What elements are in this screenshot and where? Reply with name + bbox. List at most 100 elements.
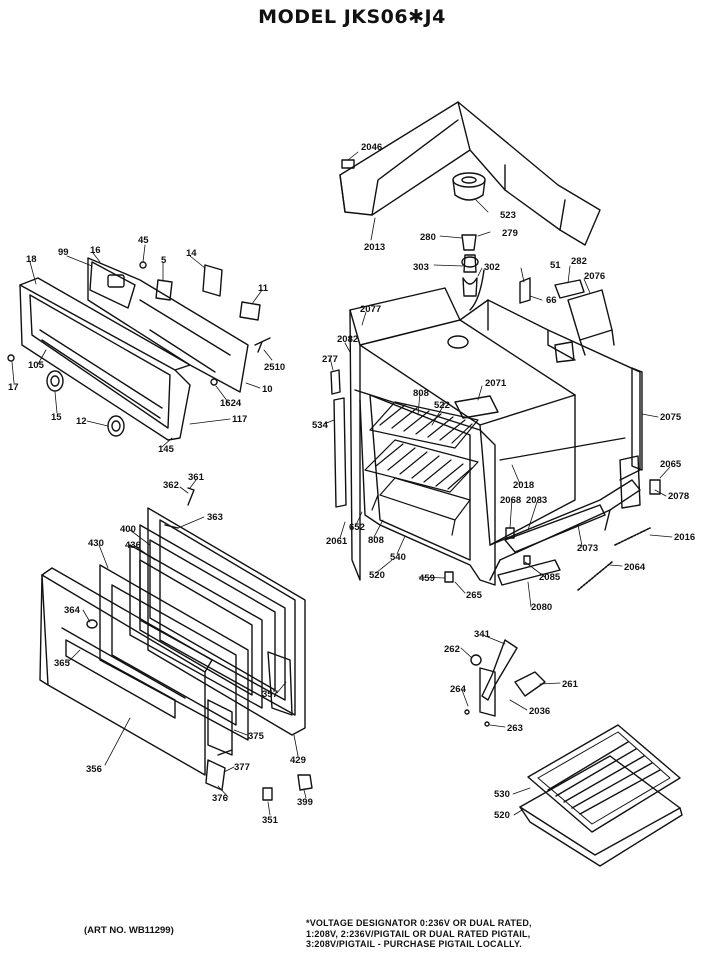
part-label: 18 [26, 254, 37, 265]
part-label: 45 [138, 235, 149, 246]
part-label: 520 [494, 810, 510, 821]
vent-spout-parts [461, 234, 485, 311]
part-label: 105 [28, 360, 45, 371]
part-label: 2064 [624, 562, 646, 573]
part-label: 262 [444, 644, 460, 655]
part-label: 280 [420, 232, 436, 243]
broiler-pan-grid [527, 724, 681, 833]
part-label: 99 [58, 247, 69, 258]
part-label: 263 [507, 723, 523, 734]
part-label: 2046 [361, 142, 382, 153]
control-panel-frame [19, 277, 191, 441]
part-label: 2078 [668, 491, 689, 502]
control-panel-backplate [87, 257, 249, 393]
top-cover-panel [339, 101, 601, 246]
oven-body [330, 287, 661, 586]
part-label: 430 [88, 538, 104, 549]
part-label: 66 [546, 295, 557, 306]
part-label: 652 [349, 522, 365, 533]
part-label: 15 [51, 412, 62, 423]
part-label: 341 [474, 629, 491, 640]
part-label: 534 [312, 420, 329, 431]
broiler-pan-base [519, 755, 683, 867]
part-label: 2076 [584, 271, 605, 282]
part-label: 2068 [500, 495, 521, 506]
part-label: 2082 [337, 334, 358, 345]
part-label: 459 [419, 573, 435, 584]
part-label: 429 [290, 755, 306, 766]
part-label: 302 [484, 262, 500, 273]
element-rods [577, 527, 651, 591]
part-label: 5 [161, 255, 167, 266]
part-label: 808 [413, 388, 429, 399]
part-label: 361 [188, 472, 205, 483]
part-label: 2013 [364, 242, 385, 253]
part-label: 2077 [360, 304, 381, 315]
part-label: 303 [413, 262, 429, 273]
part-label: 365 [54, 658, 71, 669]
part-label: 376 [212, 793, 228, 804]
oven-door-inner-frame [147, 507, 306, 736]
part-label: 2016 [674, 532, 695, 543]
voltage-note: *VOLTAGE DESIGNATOR 0:236V OR DUAL RATED… [306, 918, 532, 950]
oven-rack-lower [364, 439, 479, 493]
vent-bowl [452, 172, 486, 201]
oven-door-liner [99, 564, 249, 741]
art-number: (ART NO. WB11299) [84, 925, 174, 936]
part-label: 51 [550, 260, 561, 271]
part-label: 16 [90, 245, 101, 256]
diagram-title: MODEL JKS06✱J4 [258, 6, 446, 28]
part-label: 351 [262, 815, 279, 826]
part-label: 17 [8, 382, 19, 393]
part-label: 117 [232, 414, 247, 425]
part-number-labels: 2046 523 2013 280 279 303 302 51 282 207… [8, 142, 695, 826]
part-label: 1624 [220, 398, 242, 409]
part-label: 520 [369, 570, 385, 581]
part-label: 356 [86, 764, 102, 775]
voltage-note-line: 1:208V, 2:236V/PIGTAIL OR DUAL RATED PIG… [306, 928, 531, 939]
part-label: 11 [258, 283, 269, 294]
control-panel-parts [139, 261, 271, 386]
thermostat-bracket [519, 277, 585, 304]
rear-duct [554, 289, 615, 363]
voltage-note-line: 3:208V/PIGTAIL - PURCHASE PIGTAIL LOCALL… [306, 939, 522, 949]
part-label: 2073 [577, 543, 598, 554]
part-label: 10 [262, 384, 273, 395]
part-label: 2018 [513, 480, 534, 491]
part-label: 2080 [531, 602, 552, 613]
part-label: 2075 [660, 412, 682, 423]
oven-door-outer [39, 567, 213, 776]
part-label: 277 [322, 354, 338, 365]
part-label: 522 [434, 400, 450, 411]
oven-rack-element [371, 477, 471, 536]
part-label: 377 [234, 762, 250, 773]
part-label: 145 [158, 444, 175, 455]
oven-rack-upper [369, 401, 479, 449]
part-label: 2083 [526, 495, 547, 506]
part-label: 364 [64, 605, 81, 616]
part-label: 265 [466, 590, 483, 601]
door-latch-assembly [464, 639, 546, 727]
part-label: 399 [297, 797, 313, 808]
part-label: 2071 [485, 378, 507, 389]
oven-door-hinges [205, 651, 293, 791]
leader-lines [11, 151, 673, 816]
part-label: 279 [502, 228, 518, 239]
part-label: 400 [120, 524, 136, 535]
part-label: 363 [207, 512, 223, 523]
part-label: 2065 [660, 459, 682, 470]
part-label: 2036 [529, 706, 550, 717]
part-label: 808 [368, 535, 384, 546]
part-label: 375 [248, 731, 265, 742]
part-label: 540 [390, 552, 406, 563]
part-label: 2061 [326, 536, 348, 547]
part-label: 12 [76, 416, 87, 427]
part-label: 362 [163, 480, 179, 491]
part-label: 264 [450, 684, 467, 695]
control-knobs [7, 354, 125, 437]
part-label: 2510 [264, 362, 285, 373]
door-small-parts [164, 487, 313, 801]
part-label: 2085 [539, 572, 561, 583]
part-label: 523 [500, 210, 516, 221]
